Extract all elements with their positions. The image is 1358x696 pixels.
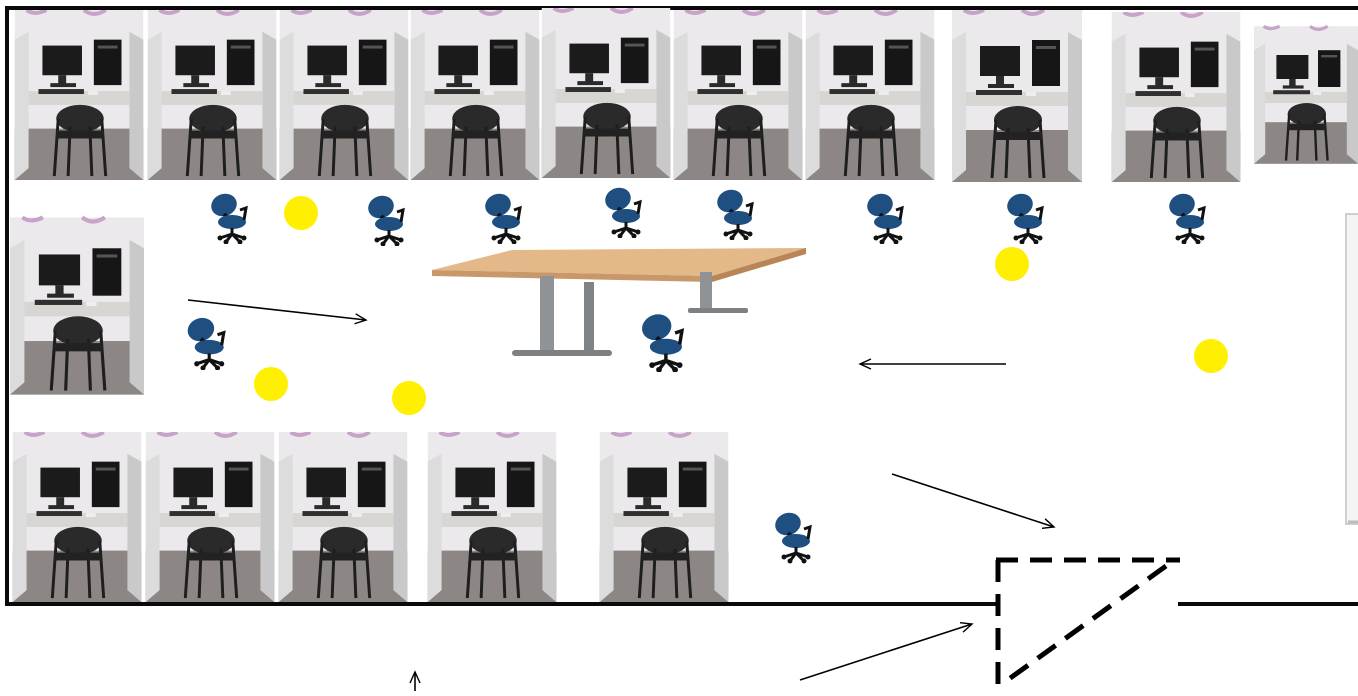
workstation-bottom-2 <box>146 432 274 602</box>
office-chair-icon <box>602 184 640 238</box>
office-chair-icon <box>482 190 520 244</box>
arrows <box>187 299 1056 691</box>
markers <box>254 196 1228 415</box>
workstation-top-1 <box>15 10 143 180</box>
top-row-workstations <box>15 8 1358 182</box>
office-chair-icon <box>772 509 810 563</box>
workstation-top-10 <box>1254 24 1358 166</box>
arrow <box>799 621 974 681</box>
workstation-top-2 <box>148 10 276 180</box>
workstation-bottom-1 <box>13 432 141 602</box>
yellow-marker <box>392 381 426 415</box>
arrow <box>891 473 1056 530</box>
workstation-top-5 <box>542 8 670 178</box>
office-chair-icon <box>1166 190 1204 244</box>
yellow-marker <box>254 367 288 401</box>
workstation-top-4 <box>410 10 540 180</box>
office-chair-icon <box>184 314 224 370</box>
workstation-left-1 <box>10 217 144 394</box>
side-panel <box>1345 213 1358 525</box>
office-chair-icon <box>638 310 682 372</box>
workstation-bottom-4 <box>428 432 556 602</box>
dashed-door-outline <box>995 557 1180 691</box>
meeting-table-icon <box>432 248 806 356</box>
workstation-top-7 <box>806 10 934 180</box>
office-chair-icon <box>365 192 403 246</box>
workstation-bottom-3 <box>279 432 407 602</box>
workstation-top-6 <box>674 10 802 180</box>
workstation-top-8 <box>952 10 1082 182</box>
yellow-marker <box>1194 339 1228 373</box>
workstation-top-3 <box>280 10 408 180</box>
office-chair-icon <box>714 186 752 240</box>
bottom-row-workstations <box>13 432 728 602</box>
room-walls <box>5 6 1358 606</box>
office-chair-icon <box>1004 190 1042 244</box>
arrow <box>187 299 368 325</box>
office-chair-icon <box>864 190 902 244</box>
yellow-marker <box>995 247 1029 281</box>
yellow-marker <box>284 196 318 230</box>
office-chair-icon <box>208 190 246 244</box>
workstation-bottom-5 <box>600 432 728 602</box>
workstation-top-9 <box>1112 12 1240 182</box>
